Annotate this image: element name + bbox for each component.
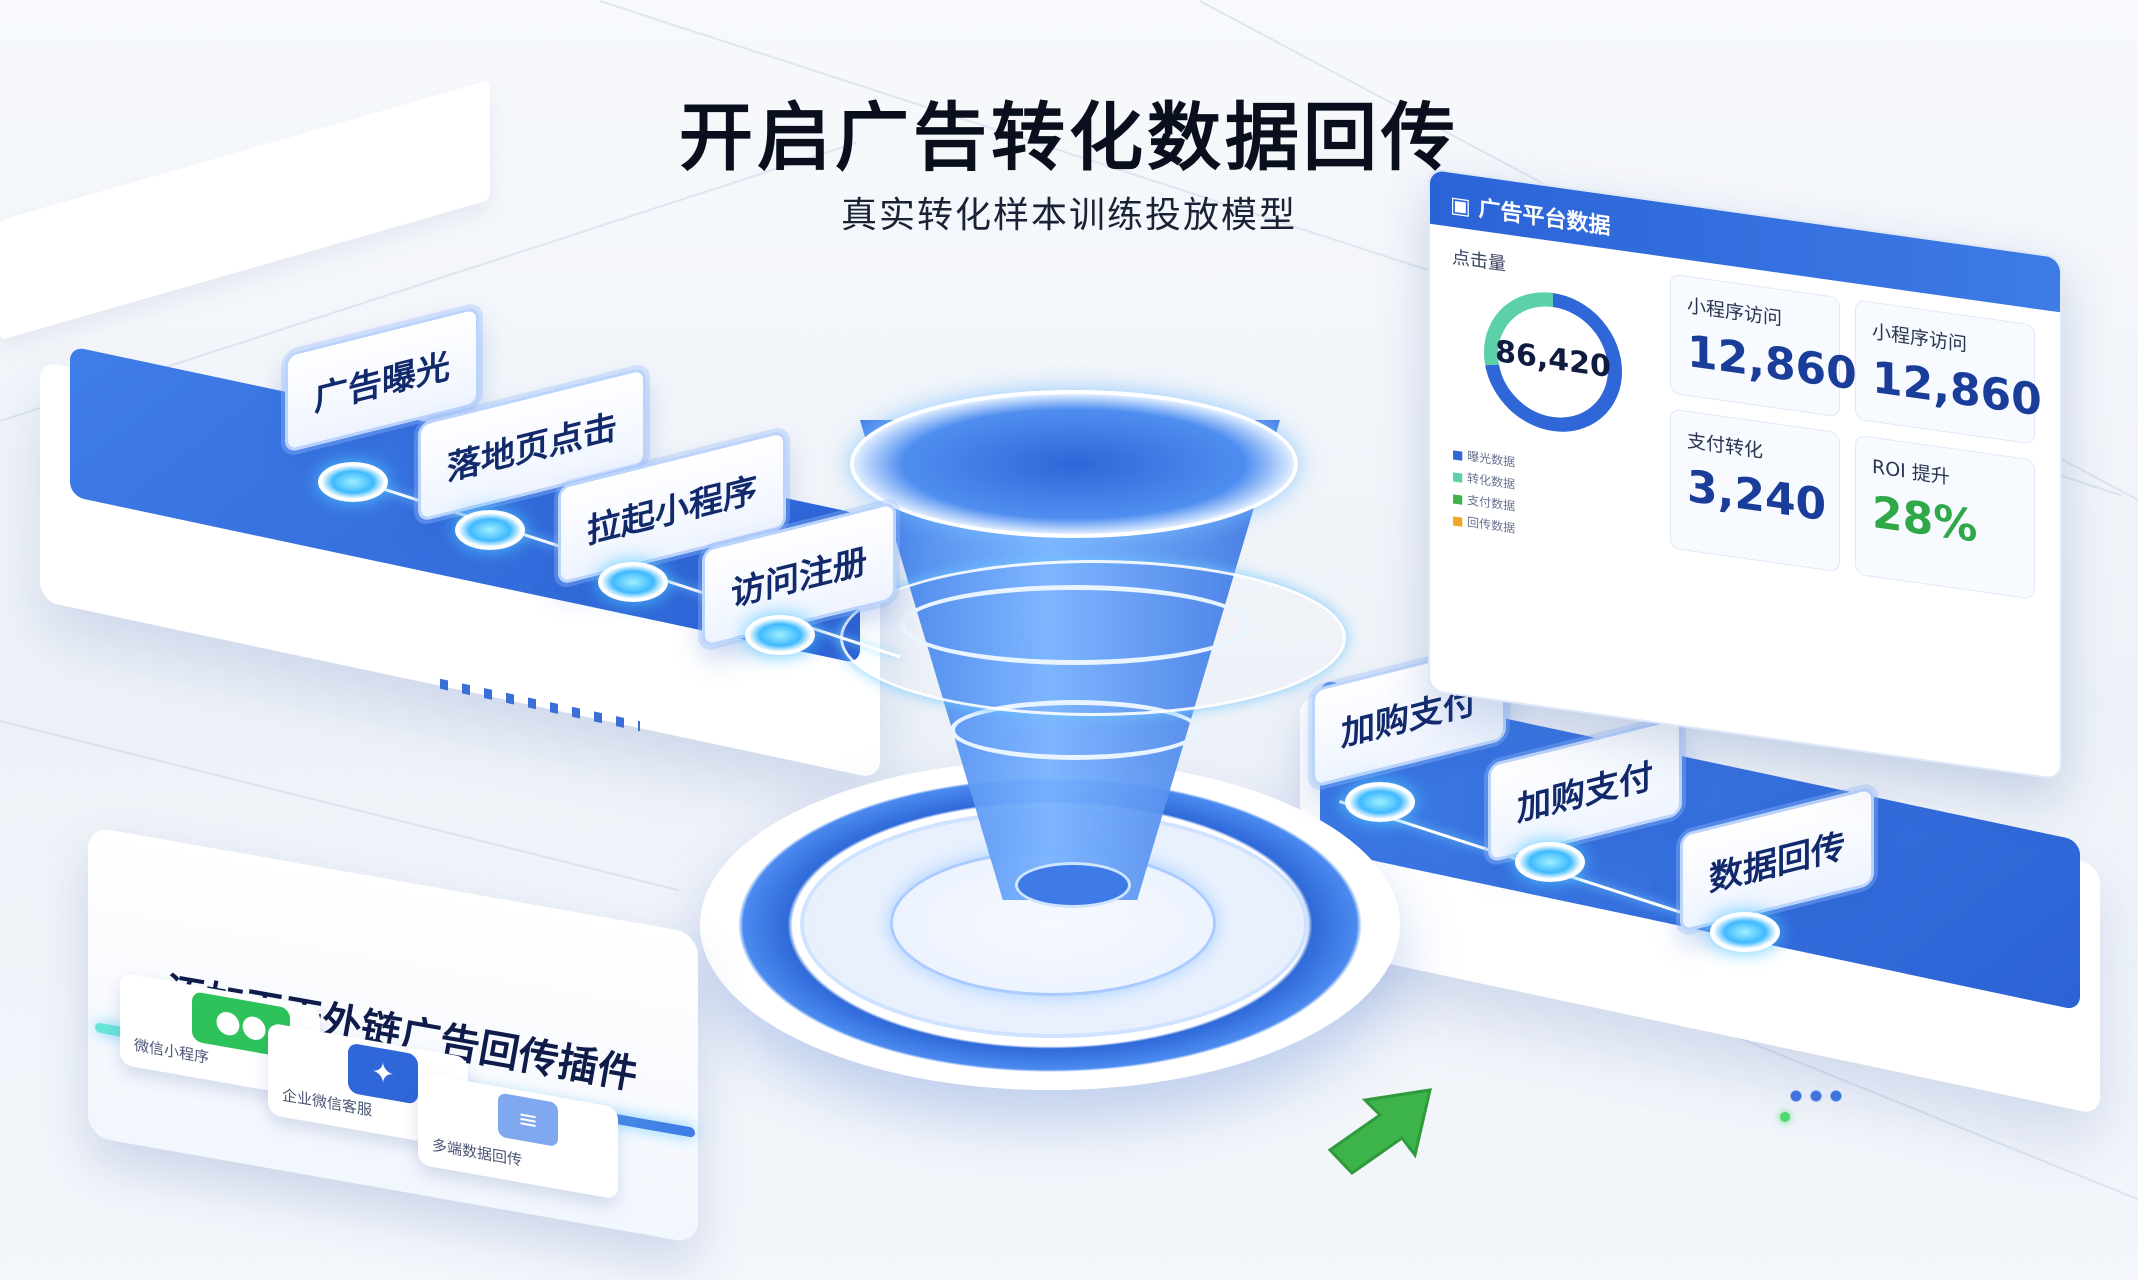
ad-data-dashboard: ▣ 广告平台数据 点击量 86,420 ■ 曝光数据 ■ 转化数据 ■ 支付数据… xyxy=(1428,167,2062,781)
donut-chart xyxy=(1484,292,1622,432)
dashboard-title: 广告平台数据 xyxy=(1478,196,1611,241)
funnel-orbit xyxy=(840,560,1346,716)
kpi-card: 支付转化 3,240 xyxy=(1670,408,1840,573)
dashboard-logo-icon: ▣ xyxy=(1450,192,1479,222)
kpi-value: 12,860 xyxy=(1872,351,2042,427)
arrow-up-right-icon xyxy=(1327,1088,1432,1175)
step-node xyxy=(745,615,815,655)
funnel-tip xyxy=(1015,862,1131,908)
kpi-card: 小程序访问 12,860 xyxy=(1855,299,2042,445)
base-ring-inner xyxy=(800,810,1308,1038)
kpi-value: 3,240 xyxy=(1687,460,1827,532)
step-node xyxy=(1345,782,1415,822)
page-subtitle: 真实转化样本训练投放模型 xyxy=(840,195,1297,236)
step-node xyxy=(1710,912,1780,952)
feishu-icon: ✦ xyxy=(348,1042,418,1105)
step-node xyxy=(318,462,388,502)
page-title: 开启广告转化数据回传 xyxy=(679,95,1459,181)
kpi-value-roi: 28% xyxy=(1872,486,1978,553)
data-icon: ≡ xyxy=(498,1092,558,1148)
funnel-rim xyxy=(850,390,1298,538)
kpi-card: ROI 提升 28% xyxy=(1855,434,2035,600)
step-node xyxy=(455,510,525,550)
kpi-value: 12,860 xyxy=(1687,325,1857,401)
status-lights xyxy=(1790,1090,1850,1102)
step-node xyxy=(598,562,668,602)
donut-label: 点击量 xyxy=(1452,246,1506,276)
status-light-green xyxy=(1780,1112,1790,1122)
plugin-item-label: 多端数据回传 xyxy=(432,1135,523,1170)
dashboard-legend: ■ 曝光数据 ■ 转化数据 ■ 支付数据 ■ 回传数据 xyxy=(1452,443,1652,559)
step-node xyxy=(1515,842,1585,882)
kpi-card: 小程序访问 12,860 xyxy=(1670,273,1857,418)
